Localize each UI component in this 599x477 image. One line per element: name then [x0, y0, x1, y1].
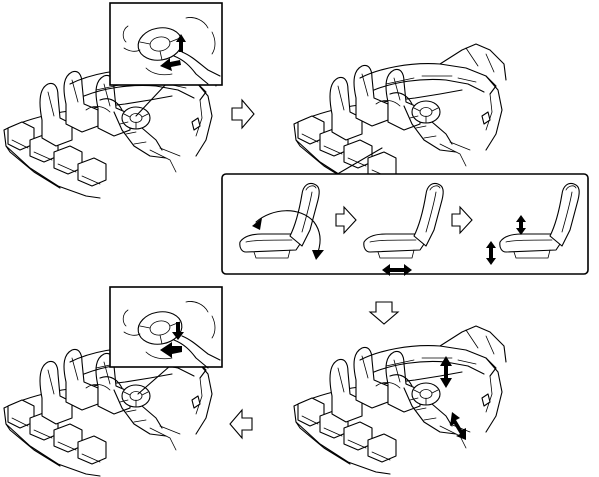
car-interior-illustration [293, 325, 507, 475]
panel-step-2 [293, 43, 507, 193]
lever-lock-arrow-icon [160, 342, 182, 358]
height-arrow-small-icon [516, 215, 526, 235]
panel-step-3 [221, 173, 589, 276]
column-telescope-arrow-icon [450, 412, 466, 440]
column-tilt-arrow-icon [440, 356, 452, 388]
seat-adjustment-frame [221, 173, 589, 275]
recline-arrow-forward-icon [312, 250, 324, 260]
panel-step-5 [3, 286, 223, 477]
leader-line [135, 81, 169, 117]
panel-step-1 [3, 2, 223, 199]
arrow-left-icon [229, 408, 253, 440]
panel-step-4 [293, 325, 507, 475]
arrow-right-icon [335, 205, 357, 235]
arrow-right-icon [451, 205, 473, 235]
lever-down-arrow-icon [172, 322, 184, 340]
height-arrow-icon [486, 241, 496, 265]
lever-up-arrow-icon [176, 34, 186, 52]
recline-arc [255, 210, 321, 253]
arrow-down-icon [368, 301, 400, 325]
recline-arrow-back-icon [252, 218, 262, 230]
slide-arrow-icon [382, 264, 412, 276]
arrow-right-icon [231, 98, 255, 130]
lever-release-arrow-icon [160, 58, 181, 71]
leader-line [137, 365, 171, 395]
car-interior-illustration [293, 43, 507, 193]
leader-line [333, 147, 383, 177]
